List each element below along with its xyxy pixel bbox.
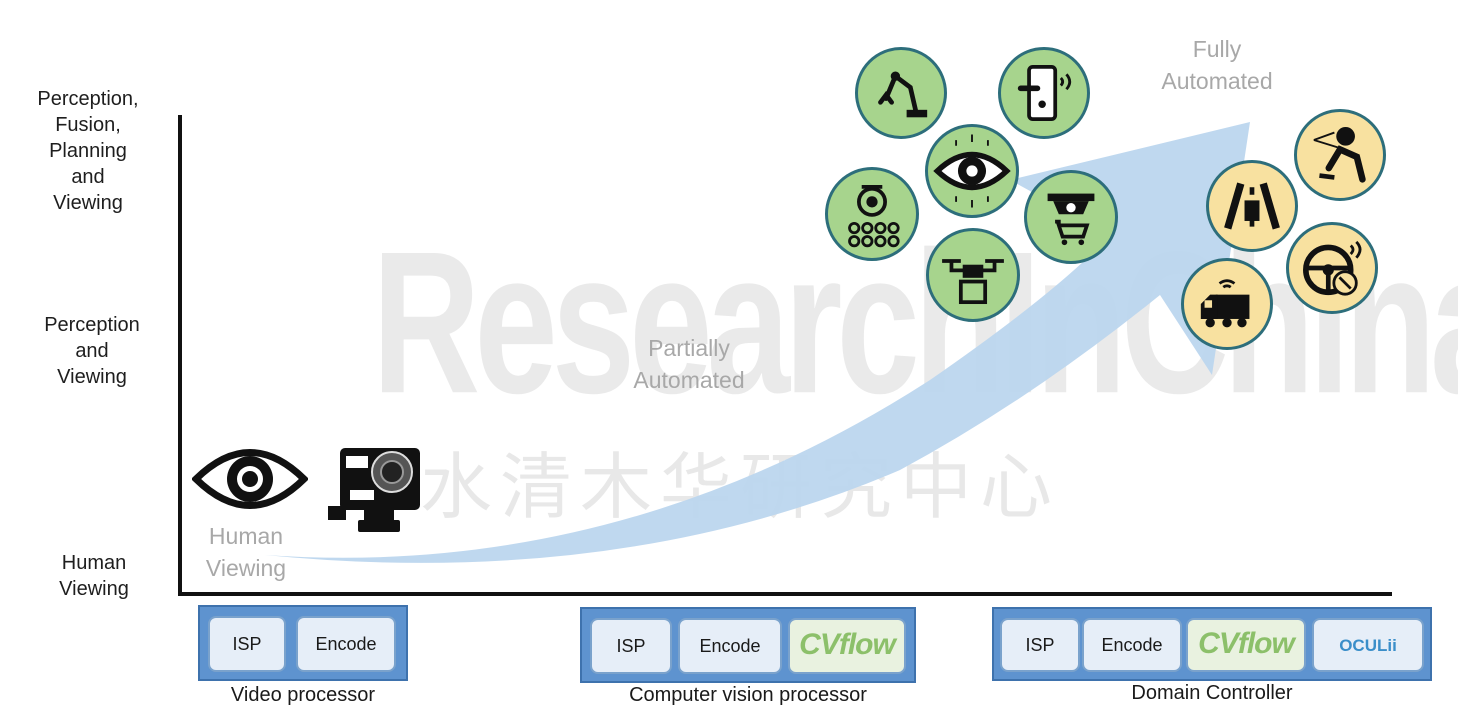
neural-network-icon: [825, 167, 919, 261]
drone-icon: [926, 228, 1020, 322]
oculii-logo: OCULii: [1312, 618, 1424, 672]
domain-controller-box: ISP Encode CVflow OCULii: [992, 607, 1432, 681]
domain-controller-label: Domain Controller: [1131, 682, 1293, 704]
y-level-perception-fusion-planning: Perception, Fusion, Planning and Viewing: [37, 88, 139, 214]
encode-chip: Encode: [1082, 618, 1182, 672]
encode-chip: Encode: [678, 618, 782, 674]
y-level-perception-viewing: Perception and Viewing: [44, 314, 140, 388]
isp-chip: ISP: [208, 616, 286, 672]
encode-chip: Encode: [296, 616, 396, 672]
road-lane-icon: [1206, 160, 1298, 252]
isp-chip: ISP: [590, 618, 672, 674]
action-camera-icon: [328, 448, 420, 532]
retail-camera-cart-icon: [1024, 170, 1118, 264]
cvflow-logo: CVflow: [1186, 618, 1306, 672]
y-level-human-viewing: Human Viewing: [59, 552, 129, 600]
cvflow-logo: CVflow: [788, 618, 906, 674]
computer-vision-processor-label: Computer vision processor: [629, 684, 867, 706]
robot-arm-icon: [855, 47, 947, 139]
video-processor-box: ISP Encode: [198, 605, 408, 681]
eye-icon: [192, 449, 308, 509]
driver-monitoring-icon: [1294, 109, 1386, 201]
video-processor-label: Video processor: [230, 684, 376, 706]
isp-chip: ISP: [1000, 618, 1080, 672]
smart-lock-icon: [998, 47, 1090, 139]
computer-vision-eye-icon: [925, 124, 1019, 218]
autonomous-truck-icon: [1181, 258, 1273, 350]
steering-wheel-icon: [1286, 222, 1378, 314]
computer-vision-processor-box: ISP Encode CVflow: [580, 607, 916, 683]
